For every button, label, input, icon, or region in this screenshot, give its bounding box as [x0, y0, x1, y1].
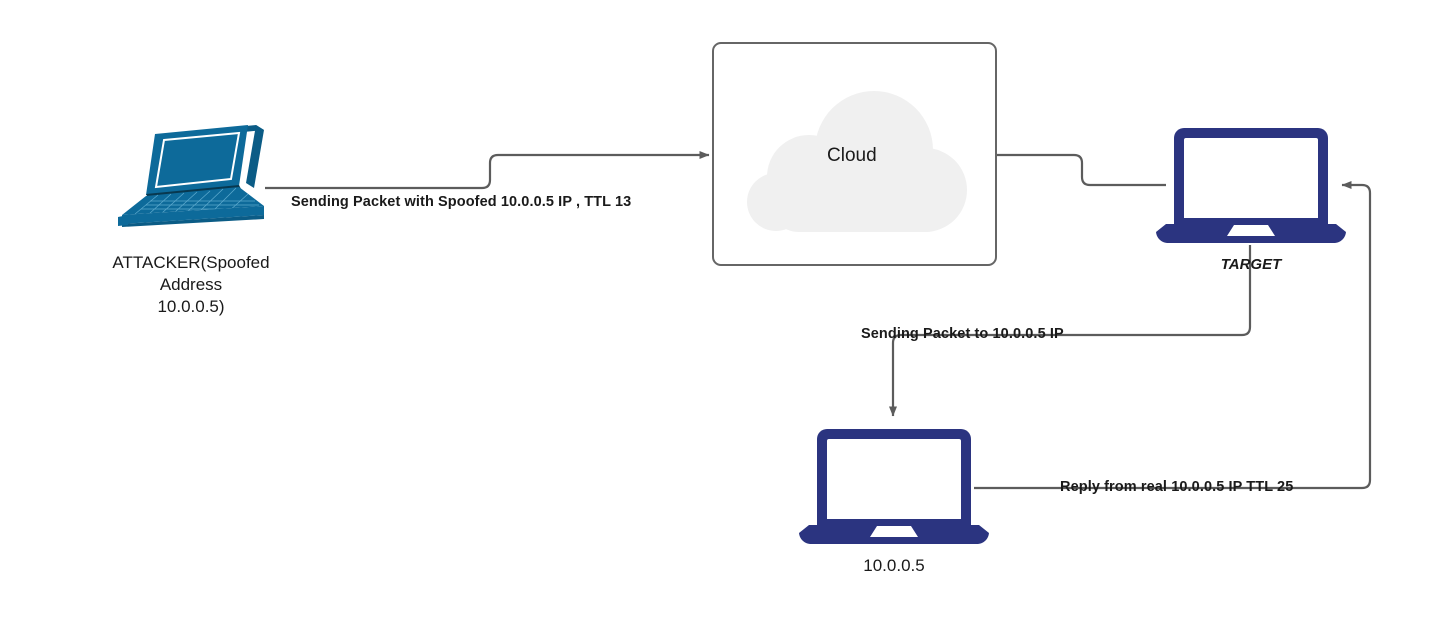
- edge-label-attacker-to-cloud: Sending Packet with Spoofed 10.0.0.5 IP …: [291, 194, 632, 210]
- victim-label: 10.0.0.5: [863, 556, 925, 575]
- edge-label-victim-to-target: Reply from real 10.0.0.5 IP TTL 25: [1060, 479, 1294, 495]
- node-attacker[interactable]: [108, 122, 270, 227]
- cloud-icon: [747, 91, 967, 232]
- target-laptop-icon: [1156, 128, 1346, 243]
- node-target[interactable]: [1152, 126, 1350, 248]
- edge-attacker-to-cloud: [265, 151, 710, 190]
- edge-cloud-to-target: [996, 153, 1166, 187]
- node-cloud-box[interactable]: Cloud: [712, 42, 997, 266]
- attacker-label: ATTACKER(Spoofed Address 10.0.0.5): [112, 253, 270, 316]
- edge-target-to-victim: [889, 245, 1252, 417]
- node-victim[interactable]: [795, 427, 993, 549]
- target-label: TARGET: [1220, 256, 1282, 273]
- attacker-laptop-icon: [118, 125, 264, 227]
- edge-victim-to-target: [974, 181, 1372, 490]
- victim-laptop-icon: [799, 429, 989, 544]
- edge-label-target-to-victim: Sending Packet to 10.0.0.5 IP: [861, 326, 1064, 342]
- cloud-label: Cloud: [827, 145, 877, 166]
